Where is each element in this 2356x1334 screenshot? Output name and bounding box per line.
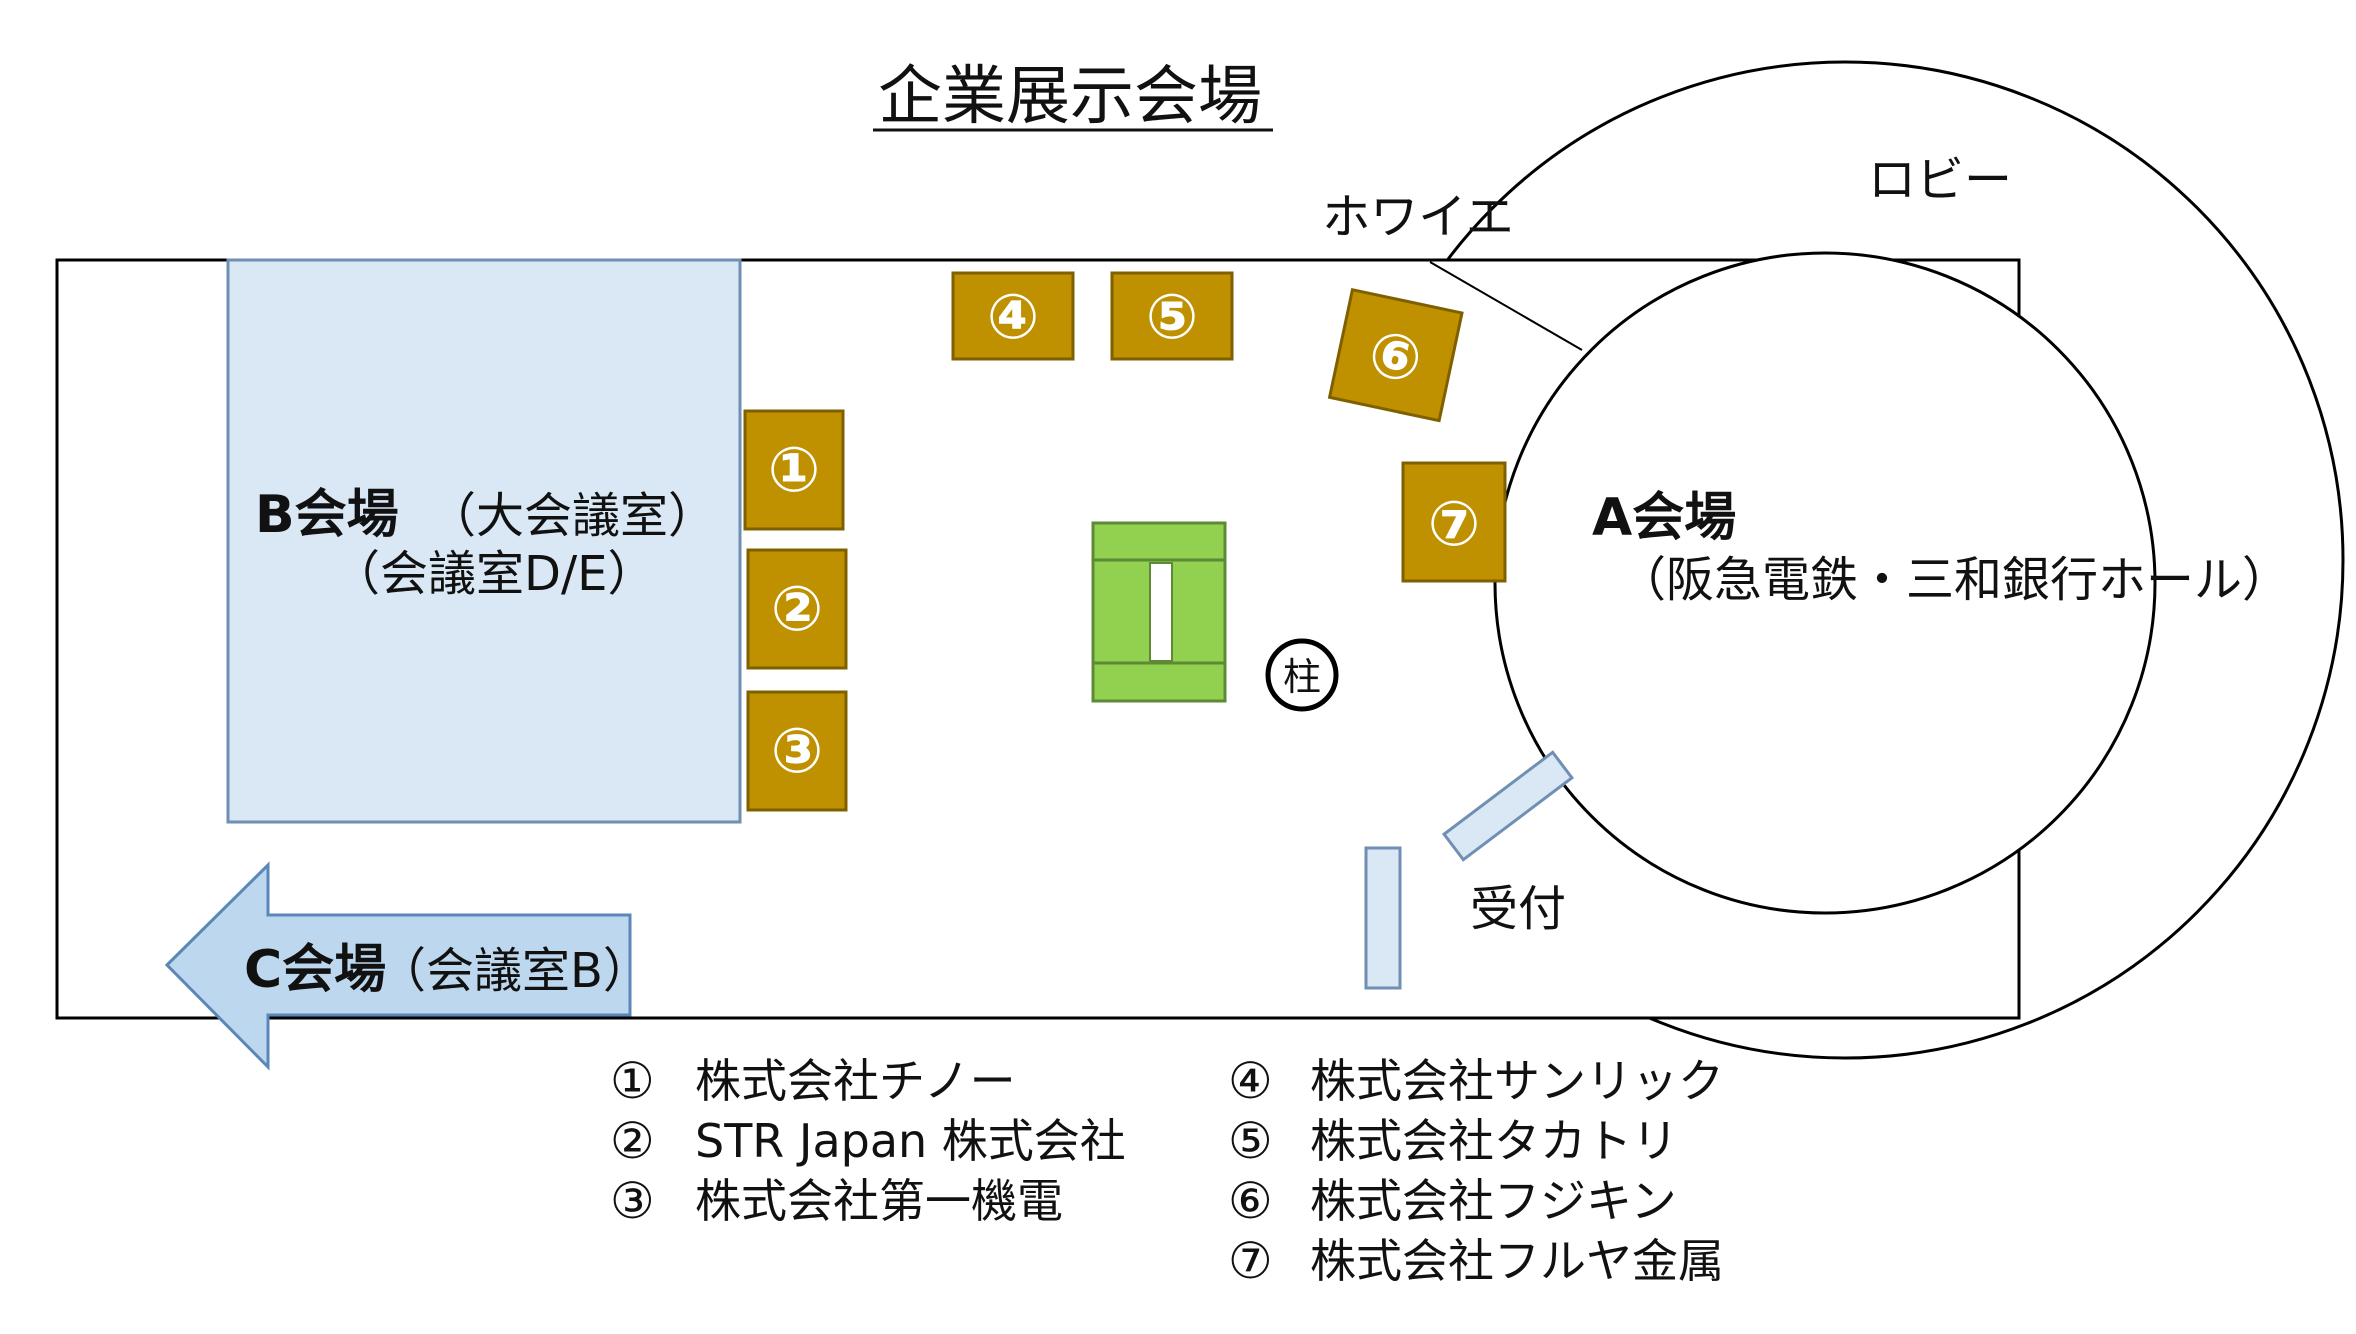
legend-item: ② STR Japan 株式会社 <box>610 1112 1126 1170</box>
booth-4-number: ④ <box>987 280 1040 353</box>
foyer-leader-line <box>1429 261 1583 351</box>
legend-number: ① <box>610 1052 655 1110</box>
central-structure <box>1091 521 1227 703</box>
a-hall-circle <box>1493 251 2157 915</box>
c-hall-label: C会場 <box>244 940 386 1000</box>
b-hall <box>226 258 742 824</box>
booth-2-number: ② <box>771 572 824 645</box>
booth-1: ① <box>743 409 845 531</box>
pillar: 柱 <box>1265 638 1339 712</box>
legend-name: 株式会社フジキン <box>1310 1174 1677 1228</box>
legend-name: 株式会社第一機電 <box>695 1174 1063 1228</box>
booth-3-number: ③ <box>771 714 824 787</box>
reception-label: 受付 <box>1470 881 1566 937</box>
legend-number: ⑦ <box>1228 1232 1273 1290</box>
booth-1-number: ① <box>768 433 821 506</box>
c-hall-arrow <box>164 861 632 1071</box>
legend-name: 株式会社フルヤ金属 <box>1310 1234 1724 1288</box>
legend-item: ① 株式会社チノー <box>610 1052 1016 1110</box>
b-hall-sub2-label: （会議室D/E） <box>332 546 655 602</box>
legend-item: ③ 株式会社第一機電 <box>610 1172 1063 1230</box>
legend-item: ⑤ 株式会社タカトリ <box>1228 1112 1678 1170</box>
legend-number: ④ <box>1228 1052 1273 1110</box>
booth-4: ④ <box>951 271 1075 361</box>
legend-number: ⑤ <box>1228 1112 1273 1170</box>
legend-item: ④ 株式会社サンリック <box>1228 1052 1724 1110</box>
a-hall-sub-label: （阪急電鉄・三和銀行ホール） <box>1618 552 2290 608</box>
b-hall-label: B会場 <box>255 485 399 545</box>
lobby-label: ロビー <box>1868 152 2012 208</box>
legend-item: ⑦ 株式会社フルヤ金属 <box>1228 1232 1724 1290</box>
legend: ① 株式会社チノー ② STR Japan 株式会社 ③ 株式会社第一機電 ④ … <box>610 1052 1724 1290</box>
reception-desk-diagonal <box>1441 750 1575 862</box>
page-title: 企業展示会場 <box>878 60 1262 134</box>
legend-name: 株式会社タカトリ <box>1310 1114 1678 1168</box>
booth-2: ② <box>746 548 848 670</box>
pillar-label: 柱 <box>1283 655 1321 699</box>
booth-5: ⑤ <box>1110 271 1234 361</box>
legend-number: ② <box>610 1112 655 1170</box>
legend-number: ③ <box>610 1172 655 1230</box>
booth-7-number: ⑦ <box>1428 487 1481 560</box>
booth-6: ⑥ <box>1327 287 1464 423</box>
legend-number: ⑥ <box>1228 1172 1273 1230</box>
legend-item: ⑥ 株式会社フジキン <box>1228 1172 1677 1230</box>
a-hall-label: A会場 <box>1592 488 1736 548</box>
booth-5-number: ⑤ <box>1146 280 1199 353</box>
legend-name: 株式会社チノー <box>695 1054 1016 1108</box>
c-hall-sub-label: （会議室B） <box>378 943 651 999</box>
booth-3: ③ <box>746 690 848 812</box>
foyer-label: ホワイエ <box>1322 189 1514 245</box>
reception-desk-vertical <box>1364 846 1402 990</box>
legend-name: STR Japan 株式会社 <box>695 1114 1126 1168</box>
booth-7: ⑦ <box>1401 461 1507 583</box>
b-hall-sub1-label: （大会議室） <box>428 488 716 544</box>
legend-name: 株式会社サンリック <box>1310 1054 1724 1108</box>
